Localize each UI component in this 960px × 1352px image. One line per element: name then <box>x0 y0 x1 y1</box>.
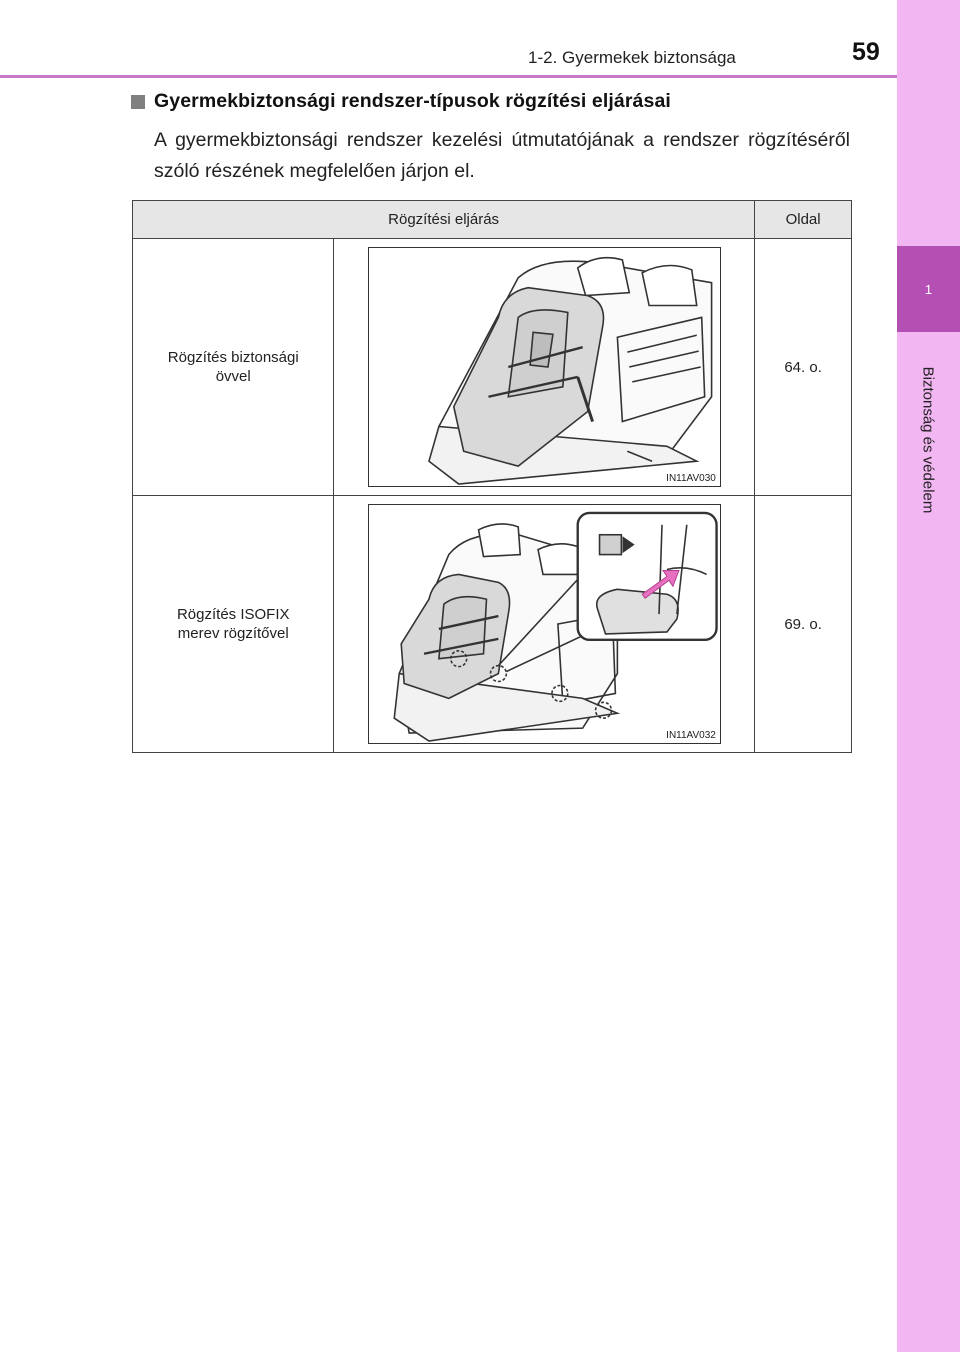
table-header-row: Rögzítési eljárás Oldal <box>131 200 852 239</box>
section-heading: Gyermekbiztonsági rendszer-típusok rögzí… <box>154 90 671 112</box>
header-method: Rögzítési eljárás <box>131 200 756 239</box>
heading-square-icon <box>131 95 145 109</box>
seatbelt-fixing-illustration: IN11AV030 <box>367 247 721 487</box>
figure-code: IN11AV032 <box>666 730 716 741</box>
illustration-cell: IN11AV030 <box>333 238 756 496</box>
child-seat-belt-drawing <box>427 256 713 485</box>
running-title: 1-2. Gyermekek biztonsága <box>528 48 736 67</box>
side-tab-chapter-number[interactable]: 1 <box>897 246 960 332</box>
method-line: Rögzítés biztonsági <box>167 349 299 366</box>
method-cell: Rögzítés biztonsági övvel <box>131 238 335 496</box>
side-tab-strip <box>897 0 960 1352</box>
header-page: Oldal <box>754 200 852 239</box>
child-seat-isofix-drawing <box>393 511 718 742</box>
fixing-method-table: Rögzítési eljárás Oldal Rögzítés biztons… <box>131 200 852 753</box>
illustration-cell: IN11AV032 <box>333 495 756 753</box>
table-row: Rögzítés ISOFIX merev rögzítővel <box>131 495 852 753</box>
page-reference[interactable]: 64. o. <box>754 238 852 496</box>
side-tab-chapter-title: Biztonság és védelem <box>919 366 937 514</box>
page-number: 59 <box>852 38 880 66</box>
figure-code: IN11AV030 <box>666 473 716 484</box>
table-row: Rögzítés biztonsági övvel <box>131 238 852 496</box>
method-line: merev rögzítővel <box>177 625 289 642</box>
header-rule <box>0 75 897 78</box>
method-cell: Rögzítés ISOFIX merev rögzítővel <box>131 495 335 753</box>
section-body: A gyermekbiztonsági rendszer kezelési út… <box>154 129 850 182</box>
isofix-fixing-illustration: IN11AV032 <box>367 504 721 744</box>
method-line: övvel <box>215 368 251 385</box>
method-line: Rögzítés ISOFIX <box>176 606 290 623</box>
page-reference[interactable]: 69. o. <box>754 495 852 753</box>
